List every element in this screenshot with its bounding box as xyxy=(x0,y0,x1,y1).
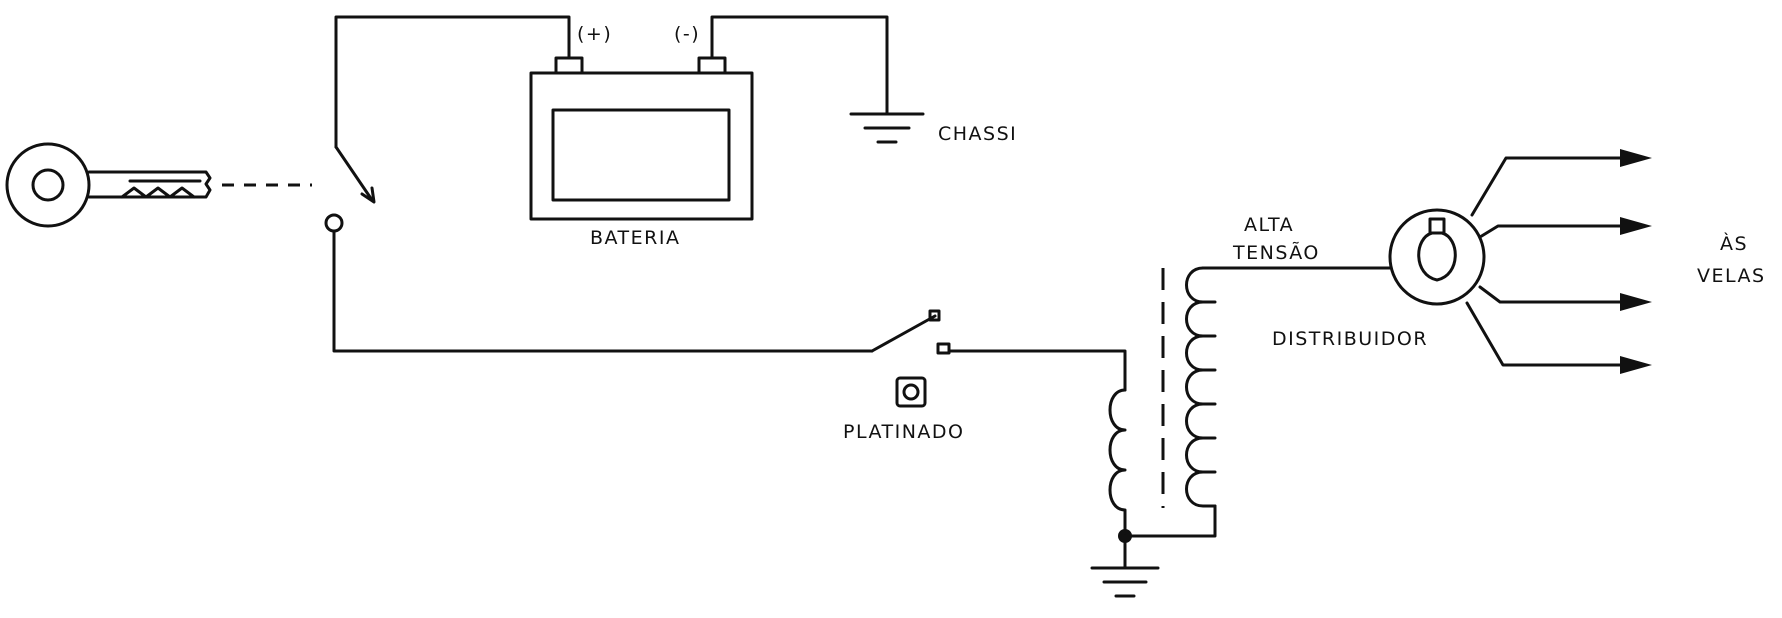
wire-switch-to-breaker xyxy=(332,229,874,353)
spark-plugs-label-line1: ÀS xyxy=(1720,232,1748,255)
ground-icon xyxy=(849,112,925,144)
ignition-switch xyxy=(324,145,376,233)
wire-switch-to-battery xyxy=(334,15,571,149)
contact-breaker-icon xyxy=(870,309,951,408)
ground-icon xyxy=(1090,534,1160,598)
chassis-label: CHASSI xyxy=(938,123,1017,145)
battery-positive-label: (+) xyxy=(577,23,612,45)
arrow-right-icon xyxy=(1620,356,1652,374)
arrow-right-icon xyxy=(1620,293,1652,311)
wire-breaker-to-coil xyxy=(947,349,1127,392)
contact-breaker-label: PLATINADO xyxy=(843,421,965,443)
battery-icon xyxy=(529,56,754,221)
spark-plug-leads xyxy=(1465,149,1652,374)
ignition-key-icon xyxy=(5,142,212,228)
distributor-icon xyxy=(1388,208,1486,306)
battery-label: BATERIA xyxy=(590,227,680,249)
arrow-right-icon xyxy=(1620,149,1652,167)
high-voltage-label-line2: TENSÃO xyxy=(1232,241,1320,264)
battery-negative-label: (-) xyxy=(674,23,700,45)
arrow-right-icon xyxy=(1620,217,1652,235)
ignition-coil-icon xyxy=(1108,266,1217,543)
distributor-label: DISTRIBUIDOR xyxy=(1272,328,1428,350)
spark-plugs-label-line2: VELAS xyxy=(1697,265,1766,287)
high-voltage-label-line1: ALTA xyxy=(1244,214,1294,236)
wire-battery-to-chassis xyxy=(710,15,889,116)
